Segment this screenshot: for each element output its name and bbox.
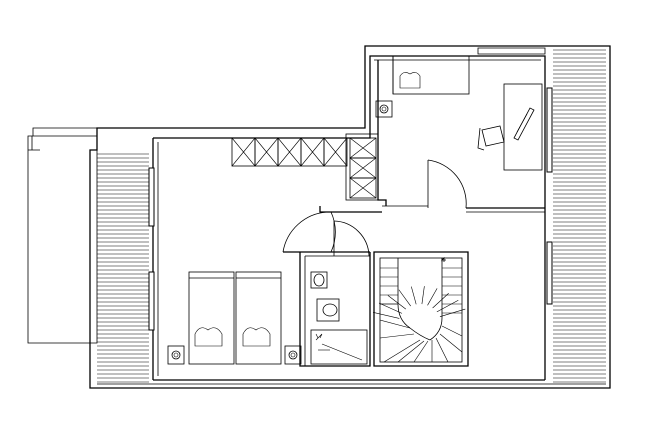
right-window-1 bbox=[546, 87, 553, 173]
nightstand-right bbox=[284, 345, 302, 365]
nightstand-left bbox=[167, 345, 185, 365]
toilet-icon bbox=[316, 298, 340, 322]
staircase-icon bbox=[372, 257, 466, 363]
sink-icon bbox=[310, 271, 328, 289]
desk bbox=[503, 83, 543, 171]
wardrobe-side bbox=[345, 133, 379, 201]
left-window-1 bbox=[148, 167, 155, 227]
chair-icon bbox=[477, 125, 505, 151]
bathtub-icon bbox=[392, 55, 470, 95]
left-window-2 bbox=[148, 271, 155, 331]
interior-walls bbox=[283, 60, 545, 367]
left-balcony bbox=[27, 127, 98, 344]
exterior-walls bbox=[89, 45, 611, 389]
bed-right bbox=[235, 271, 282, 365]
nightstand-lamp-icon bbox=[375, 100, 393, 118]
laptop-icon bbox=[513, 107, 535, 141]
door-corridor bbox=[282, 211, 336, 253]
door-bathroom bbox=[333, 220, 370, 257]
door-study bbox=[427, 159, 467, 209]
right-window-2 bbox=[546, 241, 553, 305]
wardrobe-top bbox=[231, 137, 348, 167]
roof-slope-hatch-left bbox=[97, 153, 149, 383]
shower-icon bbox=[310, 329, 368, 365]
roof-slope-hatch-right bbox=[553, 49, 606, 383]
bed-left bbox=[188, 271, 235, 365]
